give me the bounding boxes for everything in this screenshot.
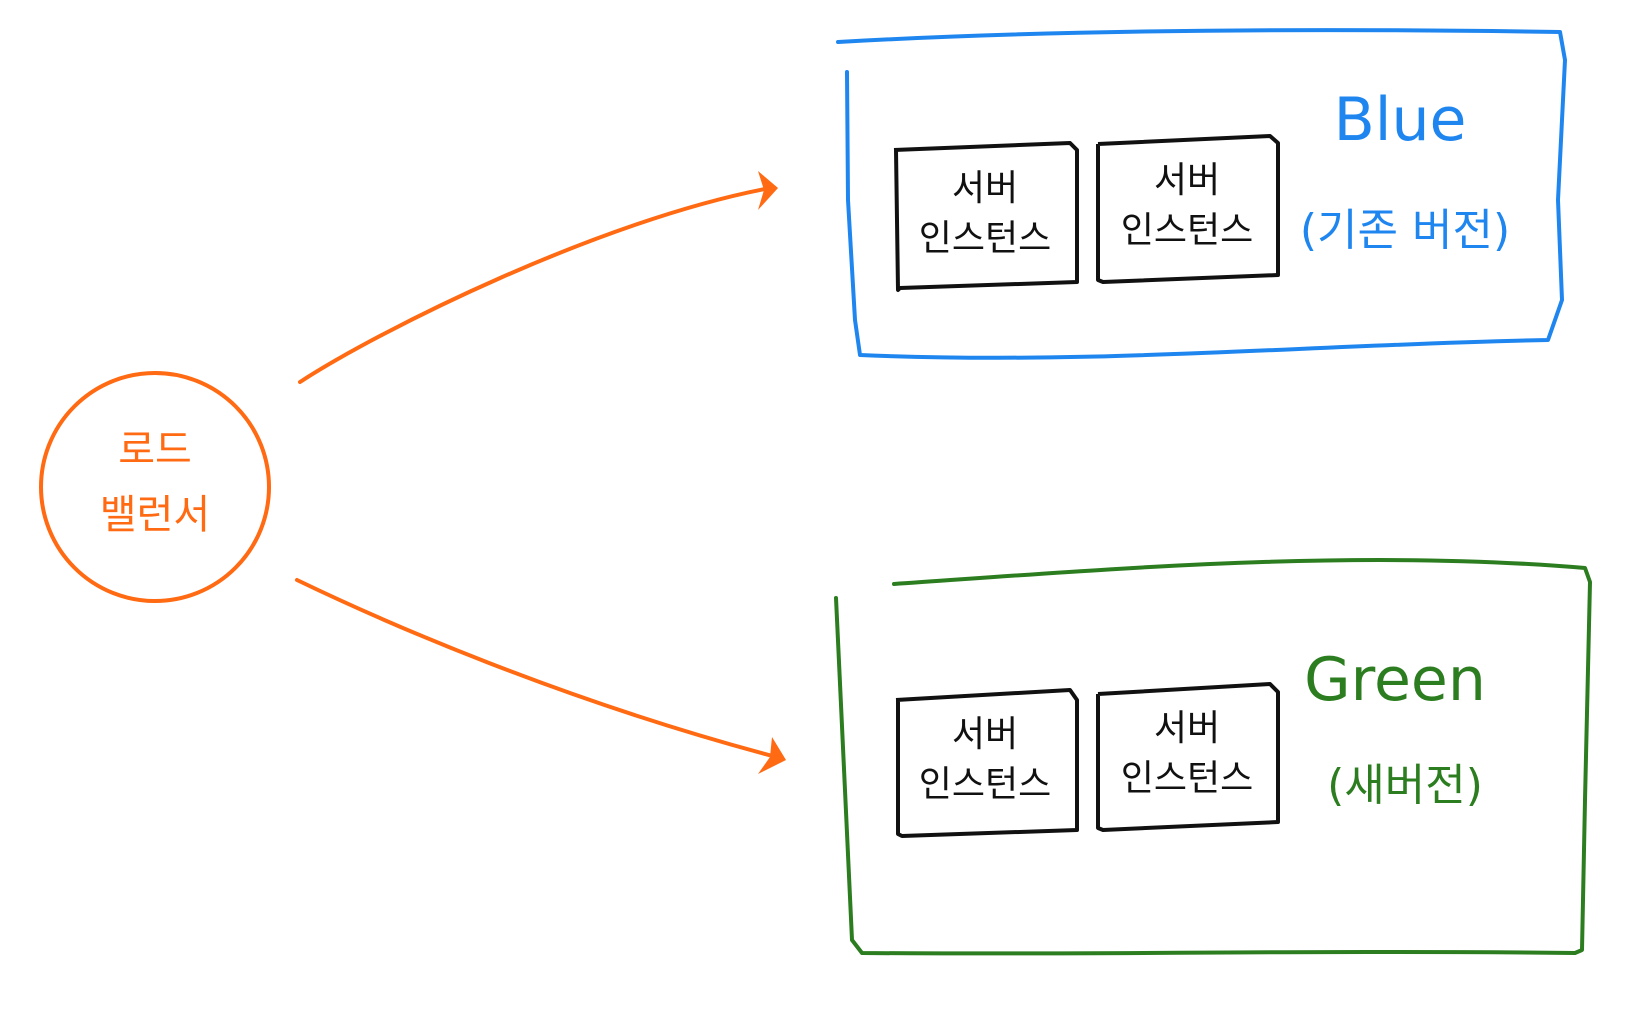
instance-label-line1: 서버 [952,714,1018,755]
instance-label-line2: 인스턴스 [1121,758,1253,799]
blue-environment-name: Blue [1334,85,1467,155]
instance-label-line2: 인스턴스 [1121,210,1253,251]
arrow-to-blue [298,171,778,384]
load-balancer-label-line1: 로드 [118,427,192,473]
instance-label-line1: 서버 [1154,708,1220,749]
arrow-to-green-line [295,578,782,760]
blue-server-instance-2: 서버 인스턴스 [1096,134,1280,284]
load-balancer-label-line2: 밸런서 [100,492,210,538]
instance-box [1096,134,1280,284]
arrow-to-blue-line [298,186,772,384]
green-server-instance-1: 서버 인스턴스 [895,688,1079,838]
instance-box [1096,682,1280,832]
load-balancer-circle [39,371,271,603]
arrow-to-green-head [758,737,786,774]
instance-label-line2: 인스턴스 [919,218,1051,259]
green-server-instance-2: 서버 인스턴스 [1096,682,1280,832]
green-environment-version: (새버전) [1327,760,1483,811]
arrow-to-blue-head [758,171,778,210]
instance-label-line1: 서버 [1154,160,1220,201]
instance-box [895,688,1079,838]
load-balancer: 로드 밸런서 [39,371,271,603]
green-environment: Green (새버전) 서버 인스턴스 서버 인스턴스 [834,557,1592,956]
blue-server-instance-1: 서버 인스턴스 [893,141,1079,292]
blue-environment-box [836,28,1567,360]
instance-box [893,141,1079,292]
green-environment-name: Green [1304,645,1486,715]
instance-label-line2: 인스턴스 [919,764,1051,805]
instance-label-line1: 서버 [952,168,1018,209]
green-environment-box [834,557,1592,956]
blue-environment: Blue (기존 버전) 서버 인스턴스 서버 인스턴스 [836,28,1567,360]
blue-environment-version: (기존 버전) [1300,205,1510,256]
arrow-to-green [295,578,786,774]
